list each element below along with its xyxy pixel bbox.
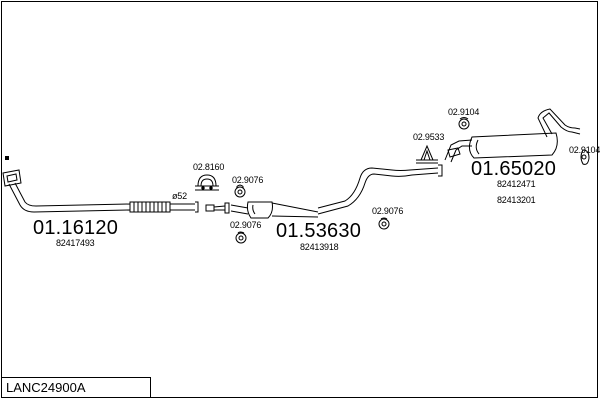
part-number-front: 01.16120 — [33, 217, 119, 239]
marker-square — [5, 156, 9, 160]
mount-9076-a-shape — [234, 184, 246, 198]
oem-number-rear-1: 82412471 — [497, 179, 536, 189]
label-diameter: ø52 — [172, 191, 187, 201]
middle-silencer-part — [230, 164, 443, 219]
label-mount-9076-b: 02.9076 — [230, 220, 262, 230]
label-mount-9076-c: 02.9076 — [372, 206, 404, 216]
oem-number-front: 82417493 — [56, 238, 95, 248]
connector-piece — [205, 202, 230, 214]
front-pipe-part — [2, 169, 199, 213]
label-mount-9104-b: 02.9104 — [569, 145, 600, 155]
label-clamp-9533: 02.9533 — [413, 132, 445, 142]
part-number-middle: 01.53630 — [276, 220, 362, 242]
mount-9104-a-shape — [458, 117, 470, 130]
mount-9076-b-shape — [235, 231, 247, 244]
oem-number-middle: 82413918 — [300, 242, 339, 252]
label-mount-9076-a: 02.9076 — [232, 175, 264, 185]
label-clamp-8160: 02.8160 — [193, 162, 225, 172]
label-mount-9104-a: 02.9104 — [448, 107, 480, 117]
clamp-8160-shape — [195, 174, 219, 191]
mount-9104-b-shape — [580, 149, 590, 165]
clamp-9533-shape — [416, 144, 438, 164]
oem-number-rear-2: 82413201 — [497, 195, 536, 205]
mount-9076-c-shape — [378, 217, 390, 230]
part-number-rear: 01.65020 — [471, 158, 557, 180]
diagram-code-box: LANC24900A — [1, 377, 151, 398]
rear-silencer-part — [444, 108, 581, 163]
